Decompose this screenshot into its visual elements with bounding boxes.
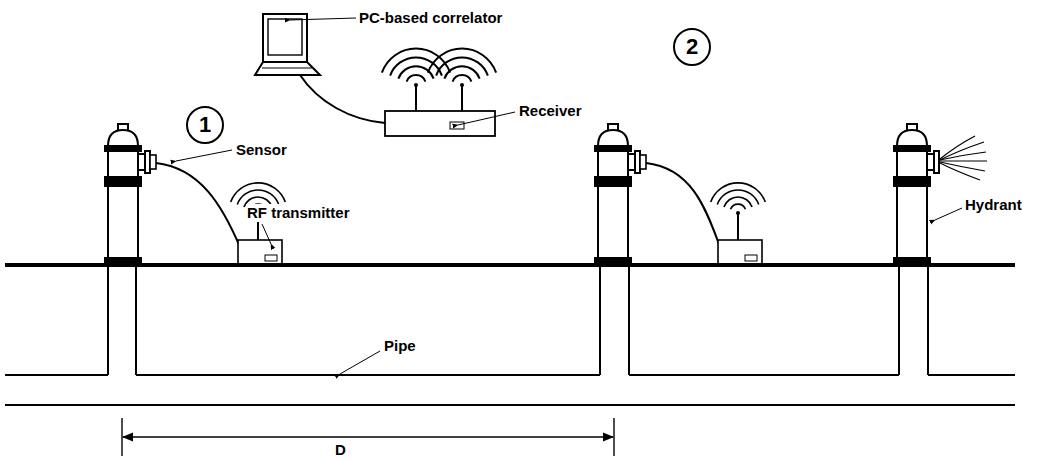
part-label: Sensor xyxy=(235,141,288,159)
part-label: D xyxy=(334,441,347,459)
callout-number: 2 xyxy=(686,35,698,59)
part-label: PC-based correlator xyxy=(358,9,503,27)
part-label: Pipe xyxy=(383,337,417,355)
callout-circle: 1 xyxy=(186,106,224,144)
part-label: RF transmitter xyxy=(246,204,351,222)
callout-number: 1 xyxy=(199,113,211,137)
part-label: Hydrant xyxy=(964,196,1023,214)
callout-circle: 2 xyxy=(673,28,711,66)
part-label: Receiver xyxy=(518,102,583,120)
